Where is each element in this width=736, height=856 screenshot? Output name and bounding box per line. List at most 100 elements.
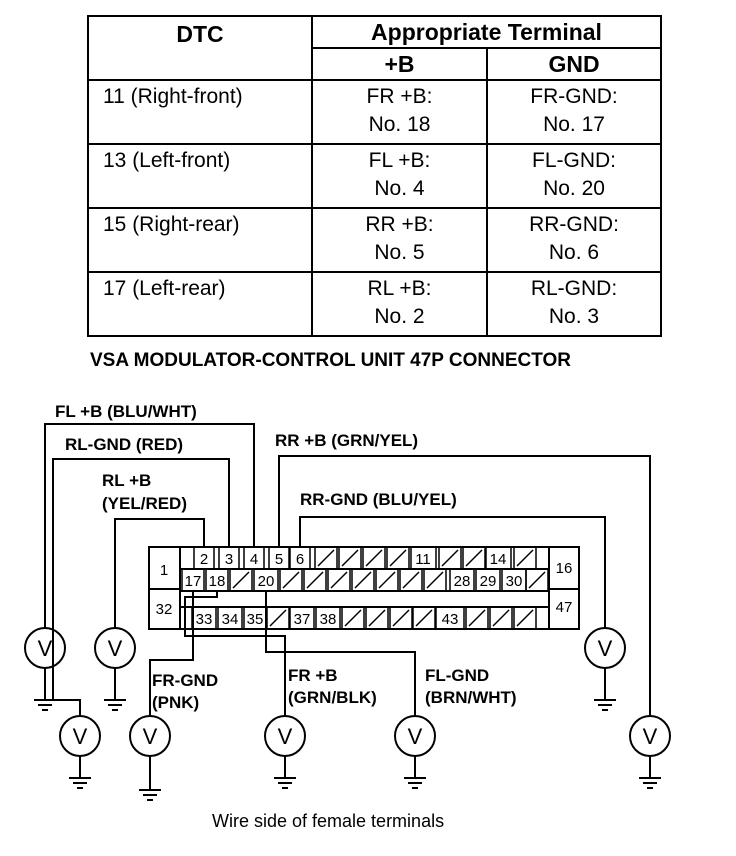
terminal-name: FR-GND:	[530, 85, 618, 108]
terminal-name: FL-GND:	[532, 149, 616, 172]
pin-number: 3	[225, 551, 233, 568]
table-row: 13 (Left-front) FL +B:No. 4 FL-GND:No. 2…	[87, 143, 662, 209]
blank-terminal	[365, 606, 389, 630]
ground-icon	[273, 777, 297, 789]
pin-number: 1	[160, 562, 168, 579]
label-fl-plus-b: FL +B (BLU/WHT)	[55, 402, 197, 421]
pin-number: 33	[196, 611, 213, 628]
voltmeter-symbol: V	[143, 724, 158, 749]
plus-b-cell: RR +B: No. 5	[311, 207, 488, 273]
voltmeter-symbol: V	[73, 724, 88, 749]
terminal-name: RR-GND:	[529, 213, 619, 236]
blank-terminal	[386, 546, 410, 570]
pin-number: 47	[556, 599, 573, 616]
terminal-name: FL +B:	[368, 149, 431, 172]
pin-number: 43	[442, 611, 459, 628]
ground-icon	[593, 699, 617, 711]
voltmeter-symbol: V	[278, 724, 293, 749]
blank-terminal	[412, 606, 436, 630]
blank-terminal	[525, 568, 549, 592]
header-appropriate-terminal: Appropriate Terminal	[311, 15, 662, 49]
pin-number: 28	[454, 573, 471, 590]
label-fl-gnd-color: (BRN/WHT)	[425, 688, 517, 707]
blank-terminal	[229, 568, 253, 592]
pin-number: 2	[200, 551, 208, 568]
pin-number: 35	[247, 611, 264, 628]
label-rl-gnd: RL-GND (RED)	[65, 435, 183, 454]
ground-icon	[403, 777, 427, 789]
table-row: 15 (Right-rear) RR +B: No. 5 RR-GND: No. 6	[87, 207, 662, 273]
pin-number: 17	[185, 573, 202, 590]
pin-number: 34	[222, 611, 239, 628]
pin-number: 6	[296, 551, 304, 568]
voltmeters	[24, 627, 671, 790]
pin-number: 38	[320, 611, 337, 628]
pin-number: 11	[415, 551, 431, 568]
ground-icon	[33, 699, 57, 711]
blank-terminal	[423, 568, 447, 592]
ground-icon	[68, 777, 92, 789]
header-plus-b: +B	[311, 47, 488, 81]
blank-terminal	[362, 546, 386, 570]
pin-number: 20	[258, 573, 275, 590]
header-dtc: DTC	[87, 15, 313, 81]
blank-terminal	[266, 606, 290, 630]
header-gnd: GND	[486, 47, 662, 81]
gnd-cell: RL-GND:No. 3	[486, 271, 662, 337]
blank-terminal	[303, 568, 327, 592]
voltmeter-symbol: V	[643, 724, 658, 749]
blank-terminal	[389, 606, 413, 630]
table-row: 11 (Right-front) FR +B:No. 18 FR-GND:No.…	[87, 79, 662, 145]
dtc-cell: 11 (Right-front)	[87, 79, 313, 145]
ground-icon	[103, 699, 127, 711]
terminal-number: No. 3	[548, 305, 600, 328]
pin-number: 16	[556, 560, 573, 577]
voltmeter-symbol: V	[38, 636, 53, 661]
label-rl-plus-b-color: (YEL/RED)	[102, 494, 187, 513]
label-fr-plus-b-color: (GRN/BLK)	[288, 688, 377, 707]
label-rr-gnd: RR-GND (BLU/YEL)	[300, 490, 457, 509]
blank-terminal	[338, 546, 362, 570]
terminal-number: No. 20	[543, 177, 605, 200]
label-fl-gnd: FL-GND	[425, 666, 489, 685]
plus-b-cell: FL +B: No. 4	[311, 143, 488, 209]
blank-terminal	[513, 606, 537, 630]
pin-number: 4	[250, 551, 258, 568]
terminal-number: No. 5	[374, 241, 425, 264]
gnd-cell: RR-GND: No. 6	[486, 207, 662, 273]
plus-b-cell: FR +B:No. 18	[311, 79, 488, 145]
dtc-cell: 15 (Right-rear)	[87, 207, 313, 273]
terminal-number: No. 6	[548, 241, 600, 264]
pin-number: 5	[275, 551, 283, 568]
label-rl-plus-b: RL +B	[102, 471, 151, 490]
label-fr-gnd-color: (PNK)	[152, 693, 199, 712]
blank-terminal	[438, 546, 462, 570]
voltmeter-symbol: V	[408, 724, 423, 749]
blank-terminal	[351, 568, 375, 592]
pin-number: 29	[480, 573, 497, 590]
blank-terminal	[341, 606, 365, 630]
blank-terminal	[489, 606, 513, 630]
voltmeter-symbol: V	[598, 636, 613, 661]
terminal-number: No. 2	[374, 305, 425, 328]
blank-terminal	[399, 568, 423, 592]
terminal-number: No. 18	[368, 113, 431, 136]
pin-number: 18	[209, 573, 226, 590]
pin-number: 14	[490, 551, 507, 568]
blank-terminal	[513, 546, 537, 570]
gnd-cell: FL-GND: No. 20	[486, 143, 662, 209]
dtc-cell: 17 (Left-rear)	[87, 271, 313, 337]
blank-terminal	[375, 568, 399, 592]
pin-number: 37	[294, 611, 311, 628]
table-row: 17 (Left-rear) RL +B:No. 2 RL-GND:No. 3	[87, 271, 662, 337]
gnd-cell: FR-GND:No. 17	[486, 79, 662, 145]
ground-icon	[638, 777, 662, 789]
blank-terminal	[314, 546, 338, 570]
wires	[44, 423, 651, 716]
terminal-number: No. 4	[374, 177, 425, 200]
caption: Wire side of female terminals	[212, 811, 444, 831]
label-rr-plus-b: RR +B (GRN/YEL)	[275, 431, 418, 450]
terminal-name: RR +B:	[365, 213, 434, 236]
label-fr-gnd: FR-GND	[152, 671, 218, 690]
